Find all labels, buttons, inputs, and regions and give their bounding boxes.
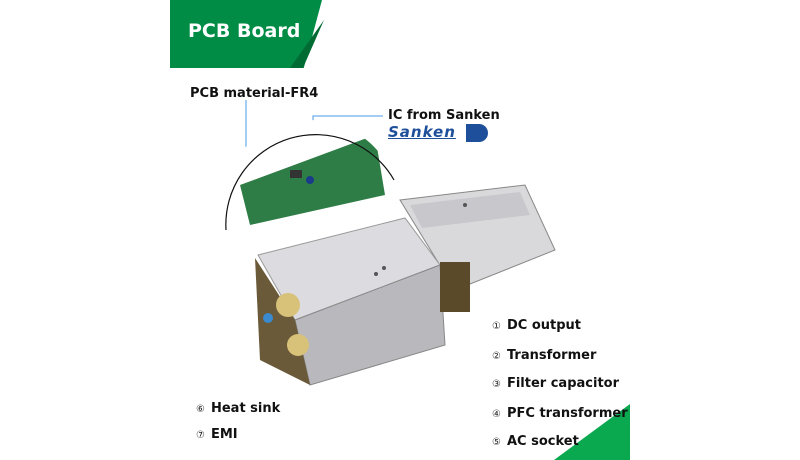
- product-infographic: PCB Board PCB material-FR4 IC from Sanke…: [170, 0, 630, 460]
- banner-title: PCB Board: [188, 20, 301, 42]
- sanken-logo-mark: [466, 124, 488, 142]
- power-supply-illustration: [220, 100, 556, 386]
- title-banner: [170, 0, 322, 68]
- sanken-logo: Sanken: [388, 123, 456, 141]
- pcb-material-label: PCB material-FR4: [190, 86, 319, 101]
- ic-label: IC from Sanken: [388, 108, 500, 123]
